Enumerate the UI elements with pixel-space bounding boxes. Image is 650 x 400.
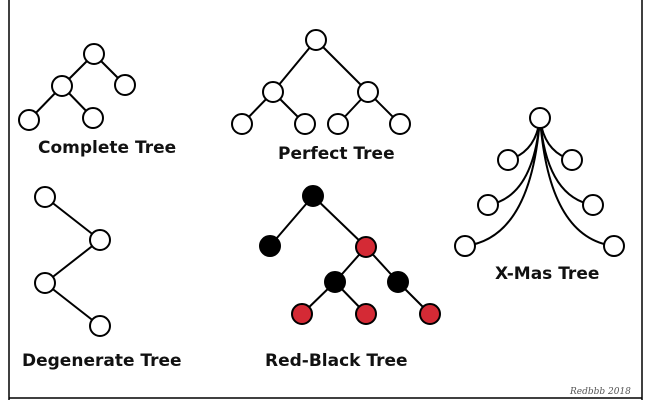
xmas-node-top (529, 107, 551, 129)
complete-node-lr (82, 107, 104, 129)
complete-node-l (51, 75, 73, 97)
redblack-node-rll (291, 303, 313, 325)
red-black-tree (259, 185, 441, 325)
xmas-edge-top-c1 (464, 117, 541, 247)
complete-node-ll (18, 109, 40, 131)
perfect-node-root (305, 29, 327, 51)
perfect-node-rl (327, 113, 349, 135)
redblack-node-r (355, 236, 377, 258)
redblack-node-rrr (419, 303, 441, 325)
degenerate-edge-n1-n2 (44, 196, 101, 241)
perfect-node-ll (231, 113, 253, 135)
perfect-node-r (357, 81, 379, 103)
perfect-tree (231, 29, 411, 135)
redblack-node-rl (324, 271, 346, 293)
xmas-node-c1 (454, 235, 476, 257)
xmas-node-c2 (603, 235, 625, 257)
redblack-node-rr (387, 271, 409, 293)
xmas-tree (454, 107, 625, 257)
xmas-tree-label: X-Mas Tree (495, 264, 599, 284)
complete-tree-label: Complete Tree (38, 138, 176, 158)
artist-signature: Redbbb 2018 (569, 387, 631, 397)
degenerate-edge-n3-n4 (44, 282, 101, 327)
complete-node-r (114, 74, 136, 96)
degenerate-node-n2 (89, 229, 111, 251)
xmas-node-b2 (582, 194, 604, 216)
perfect-edge-root-l (272, 39, 317, 93)
degenerate-node-n4 (89, 315, 111, 337)
xmas-node-a1 (497, 149, 519, 171)
redblack-node-rlr (355, 303, 377, 325)
red-black-tree-label: Red-Black Tree (265, 351, 408, 371)
degenerate-tree (34, 186, 111, 337)
redblack-edge-root-r (312, 195, 367, 248)
redblack-node-root (302, 185, 324, 207)
complete-node-root (83, 43, 105, 65)
perfect-tree-label: Perfect Tree (278, 144, 395, 164)
xmas-node-b1 (477, 194, 499, 216)
perfect-node-l (262, 81, 284, 103)
complete-tree (18, 43, 136, 131)
perfect-edge-root-r (315, 39, 369, 93)
degenerate-tree-label: Degenerate Tree (22, 351, 182, 371)
perfect-node-rr (389, 113, 411, 135)
degenerate-edge-n2-n3 (44, 239, 101, 284)
xmas-edge-top-c2 (539, 117, 615, 247)
degenerate-node-n1 (34, 186, 56, 208)
degenerate-node-n3 (34, 272, 56, 294)
redblack-node-l (259, 235, 281, 257)
perfect-node-lr (294, 113, 316, 135)
xmas-node-a2 (561, 149, 583, 171)
